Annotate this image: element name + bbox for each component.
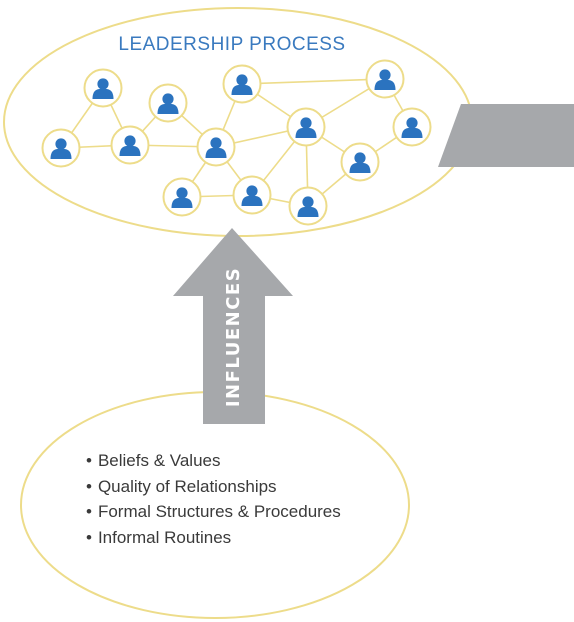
up-arrow	[173, 228, 293, 424]
person-node	[148, 83, 188, 123]
person-node	[365, 59, 405, 99]
gray-parallelogram-shape	[438, 104, 574, 167]
person-node	[41, 128, 81, 168]
leadership-process-title: LEADERSHIP PROCESS	[118, 34, 345, 55]
factor-item: Formal Structures & Procedures	[86, 499, 341, 525]
person-node	[222, 64, 262, 104]
person-node	[392, 107, 432, 147]
person-node	[110, 125, 150, 165]
person-icon	[171, 187, 193, 208]
person-icon	[297, 196, 319, 217]
person-icon	[374, 69, 396, 90]
person-node	[196, 127, 236, 167]
person-icon	[401, 117, 423, 138]
network-nodes	[41, 59, 432, 226]
factor-item: Beliefs & Values	[86, 448, 341, 474]
person-icon	[157, 93, 179, 114]
person-node	[232, 175, 272, 215]
person-node	[288, 186, 328, 226]
person-icon	[231, 74, 253, 95]
person-node	[286, 107, 326, 147]
influences-label: INFLUENCES	[223, 267, 244, 407]
person-icon	[241, 185, 263, 206]
network-edge	[241, 78, 386, 85]
factor-item: Informal Routines	[86, 525, 341, 551]
person-node	[340, 142, 380, 182]
influence-factors-list: Beliefs & Values Quality of Relationship…	[86, 448, 341, 550]
factor-item: Quality of Relationships	[86, 474, 341, 500]
person-icon	[205, 137, 227, 158]
person-icon	[349, 152, 371, 173]
person-node	[83, 68, 123, 108]
person-icon	[295, 117, 317, 138]
person-icon	[50, 138, 72, 159]
person-icon	[119, 135, 141, 156]
person-icon	[92, 78, 114, 99]
person-node	[162, 177, 202, 217]
